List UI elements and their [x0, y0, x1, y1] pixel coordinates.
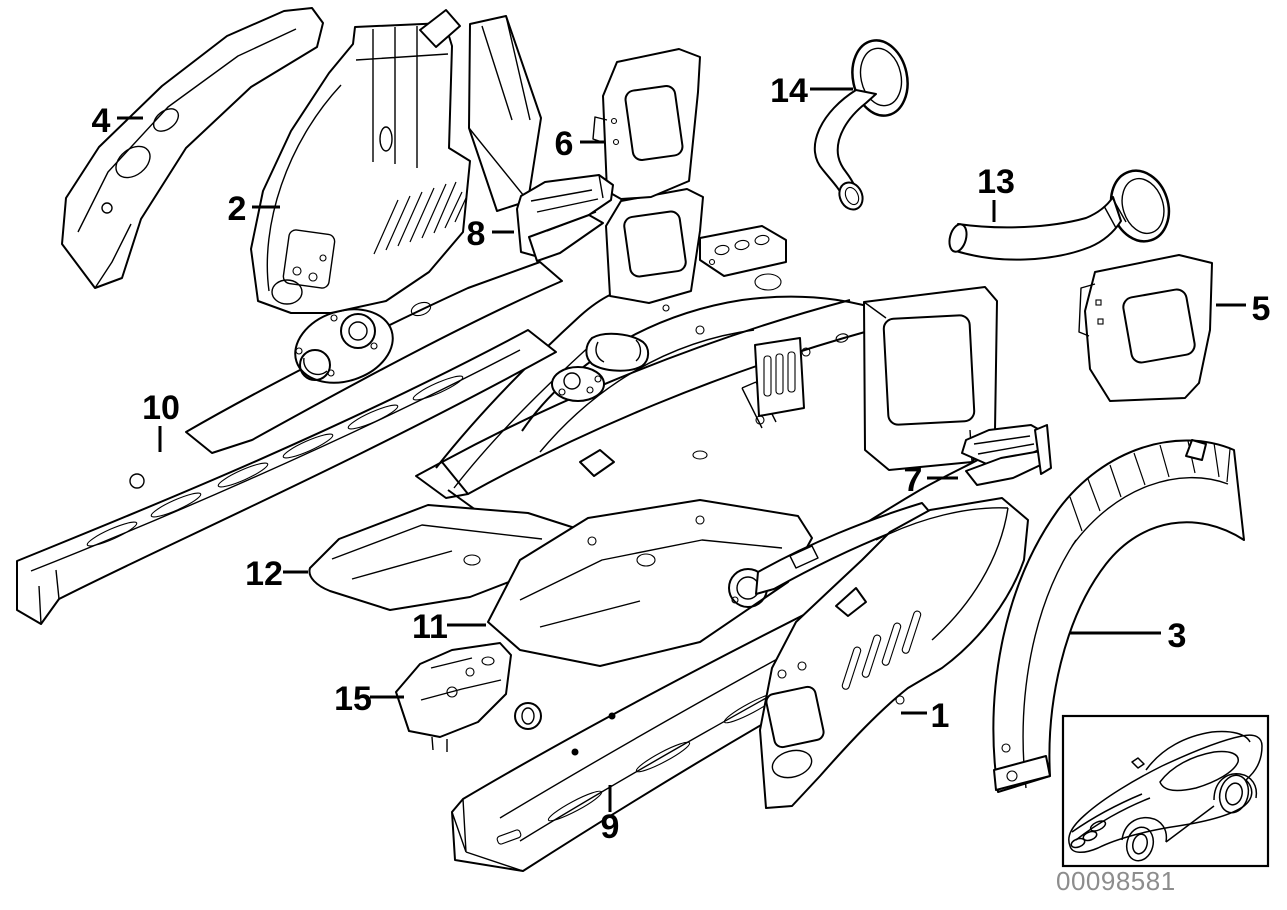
- callout-8[interactable]: 8: [467, 215, 486, 253]
- callout-14[interactable]: 14: [770, 72, 808, 110]
- callout-10[interactable]: 10: [142, 389, 180, 427]
- callout-6[interactable]: 6: [555, 125, 574, 163]
- part-12-floor-panel: [308, 504, 579, 611]
- callout-2[interactable]: 2: [228, 190, 247, 228]
- part-11-floor-panel: [487, 499, 813, 667]
- callout-7[interactable]: 7: [904, 461, 923, 499]
- callout-1[interactable]: 1: [931, 697, 950, 735]
- callout-15[interactable]: 15: [334, 680, 372, 718]
- part-3-wheel-arch: [992, 439, 1245, 793]
- part-13-vent-hose: [948, 169, 1171, 261]
- inset-frame: [1061, 714, 1270, 868]
- part-2-wheelhouse-inner: [250, 9, 542, 314]
- part-14-drain-hose: [813, 39, 909, 211]
- part-15-bracket: [395, 642, 512, 752]
- main-floor-assembly: [415, 188, 998, 626]
- callout-12[interactable]: 12: [245, 555, 283, 593]
- vehicle-inset: 00098581: [1056, 714, 1270, 896]
- callout-4[interactable]: 4: [92, 102, 111, 140]
- part-6-bracket-plate: [592, 48, 701, 200]
- callout-3[interactable]: 3: [1168, 617, 1187, 655]
- callout-5[interactable]: 5: [1252, 290, 1271, 328]
- callout-11[interactable]: 11: [412, 608, 448, 646]
- part-1-wheel-housing: [759, 497, 1029, 809]
- car-thumbnail-icon: [1068, 730, 1263, 862]
- callout-13[interactable]: 13: [977, 163, 1015, 201]
- callout-labels: 4 2 6 8 14 13 5 10 7 12 11 3 15 1 9: [92, 72, 1271, 846]
- part-4-support-arm: [61, 7, 324, 289]
- callout-9[interactable]: 9: [601, 808, 620, 846]
- part-7-support-bracket: [961, 424, 1052, 486]
- part-5-bracket-plate: [1078, 254, 1213, 402]
- leader-lines: [117, 87, 1246, 812]
- part-10-side-member: [16, 261, 563, 625]
- part-8-channel-bracket: [516, 174, 614, 262]
- drawing-id: 00098581: [1056, 866, 1176, 896]
